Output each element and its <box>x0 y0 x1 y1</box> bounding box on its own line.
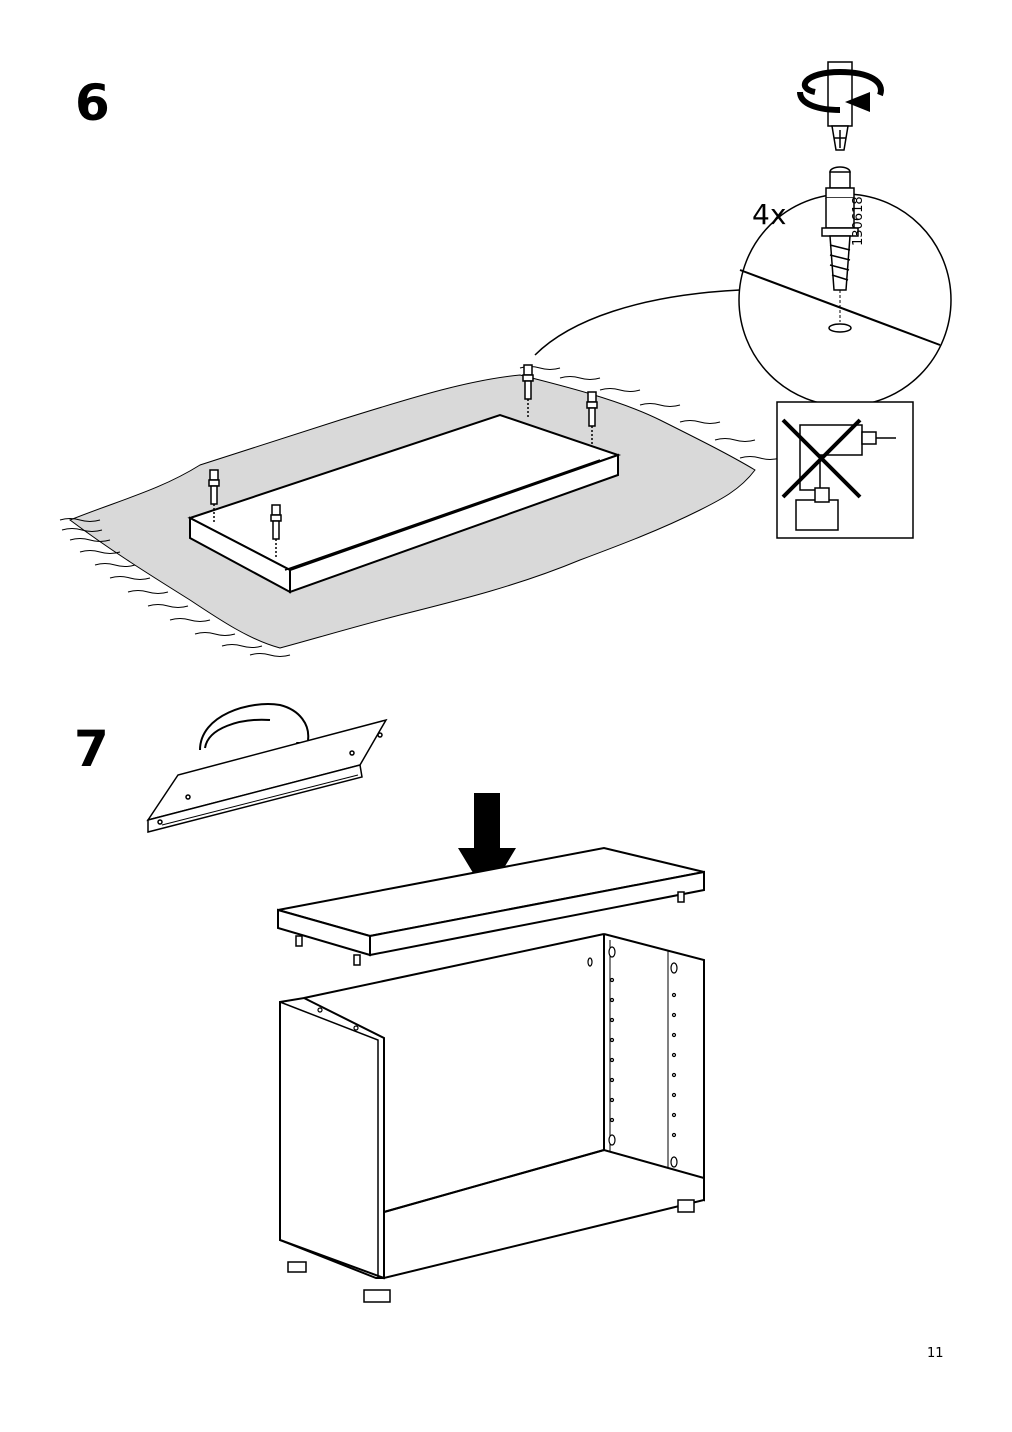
clockwise-rotation-arrow-icon <box>797 68 884 113</box>
cam-stud-large-icon <box>821 166 859 291</box>
cabinet-top-panel <box>277 846 705 966</box>
prohibited-cross-icon <box>781 418 862 499</box>
cam-stud <box>522 364 534 417</box>
step-number-7: 7 <box>74 720 109 778</box>
cam-stud <box>586 391 598 444</box>
top-panel-upside-down <box>187 413 622 594</box>
cabinet-frame <box>279 933 705 1303</box>
quantity-label: 4x <box>752 198 787 231</box>
cam-studs-on-panel <box>208 364 598 557</box>
page-number: 11 <box>927 1346 944 1361</box>
flipped-panel-small <box>146 718 388 833</box>
detail-circle <box>738 61 952 407</box>
detail-callout-leader <box>534 289 741 356</box>
step-number-6: 6 <box>75 74 110 132</box>
no-power-drill-warning <box>776 401 914 539</box>
cam-stud <box>270 504 282 557</box>
cam-stud <box>208 469 220 522</box>
